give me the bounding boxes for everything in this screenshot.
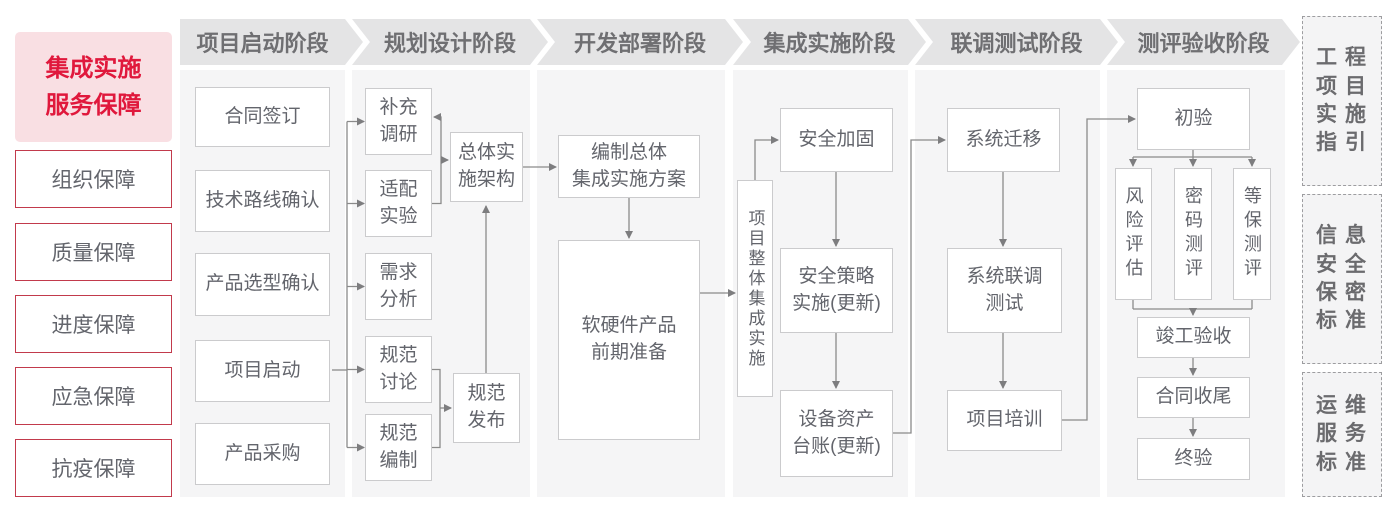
node-final-acceptance: 终验: [1137, 438, 1250, 480]
node-overall-architecture: 总体实 施架构: [450, 132, 523, 202]
phase-header-dev-deploy: 开发部署阶段: [537, 19, 743, 65]
node-initial-acceptance: 初验: [1137, 88, 1250, 150]
phase-header-integration: 集成实施阶段: [733, 19, 926, 65]
node-tech-route-confirm: 技术路线确认: [195, 170, 330, 232]
phase-header-joint-testing: 联调测试阶段: [915, 19, 1118, 65]
guarantee-emergency: 应急保障: [15, 367, 172, 425]
guarantee-organization: 组织保障: [15, 150, 172, 208]
node-adaptation-experiment: 适配 实验: [365, 170, 432, 237]
phase-header-planning-design: 规划设计阶段: [352, 19, 548, 65]
node-asset-ledger-update: 设备资产 台账(更新): [780, 390, 893, 477]
node-risk-assessment: 风险评估: [1115, 168, 1152, 300]
standard-information-security: 信息 安全 保密 标准: [1302, 194, 1382, 364]
standard-operation-maintenance: 运维 服务 标准: [1302, 372, 1382, 497]
node-product-procurement: 产品采购: [195, 423, 330, 485]
node-crypto-evaluation: 密码测评: [1174, 168, 1212, 300]
node-security-policy-update: 安全策略 实施(更新): [780, 248, 893, 333]
node-mlps-evaluation: 等保测评: [1233, 168, 1271, 300]
node-overall-integration-plan: 编制总体 集成实施方案: [558, 135, 700, 198]
node-security-hardening: 安全加固: [780, 108, 893, 172]
node-contract-closure: 合同收尾: [1137, 377, 1250, 418]
node-project-kickoff: 项目启动: [195, 340, 330, 402]
standard-project-implementation-guide: 工程 项目 实施 指引: [1302, 16, 1382, 186]
node-project-training: 项目培训: [947, 390, 1062, 451]
node-system-migration: 系统迁移: [947, 108, 1060, 172]
node-product-selection-confirm: 产品选型确认: [195, 253, 330, 316]
node-spec-drafting: 规范 编制: [365, 414, 432, 481]
node-overall-integration: 项目整体集成实施: [737, 180, 773, 397]
phase-header-project-kickoff: 项目启动阶段: [180, 19, 363, 65]
node-spec-discussion: 规范 讨论: [365, 336, 432, 403]
guarantee-epidemic: 抗疫保障: [15, 439, 172, 497]
node-completion-acceptance: 竣工验收: [1137, 317, 1250, 358]
node-contract-sign: 合同签订: [195, 87, 330, 147]
node-spec-release: 规范 发布: [453, 373, 520, 443]
guarantee-quality: 质量保障: [15, 223, 172, 281]
node-supplementary-research: 补充 调研: [365, 88, 432, 155]
guarantee-schedule: 进度保障: [15, 295, 172, 353]
diagram-title: 集成实施 服务保障: [15, 32, 172, 142]
node-system-joint-testing: 系统联调 测试: [947, 248, 1062, 333]
node-requirement-analysis: 需求 分析: [365, 253, 432, 320]
phase-header-evaluation-acceptance: 测评验收阶段: [1107, 19, 1300, 65]
node-product-preparation: 软硬件产品 前期准备: [558, 240, 700, 440]
